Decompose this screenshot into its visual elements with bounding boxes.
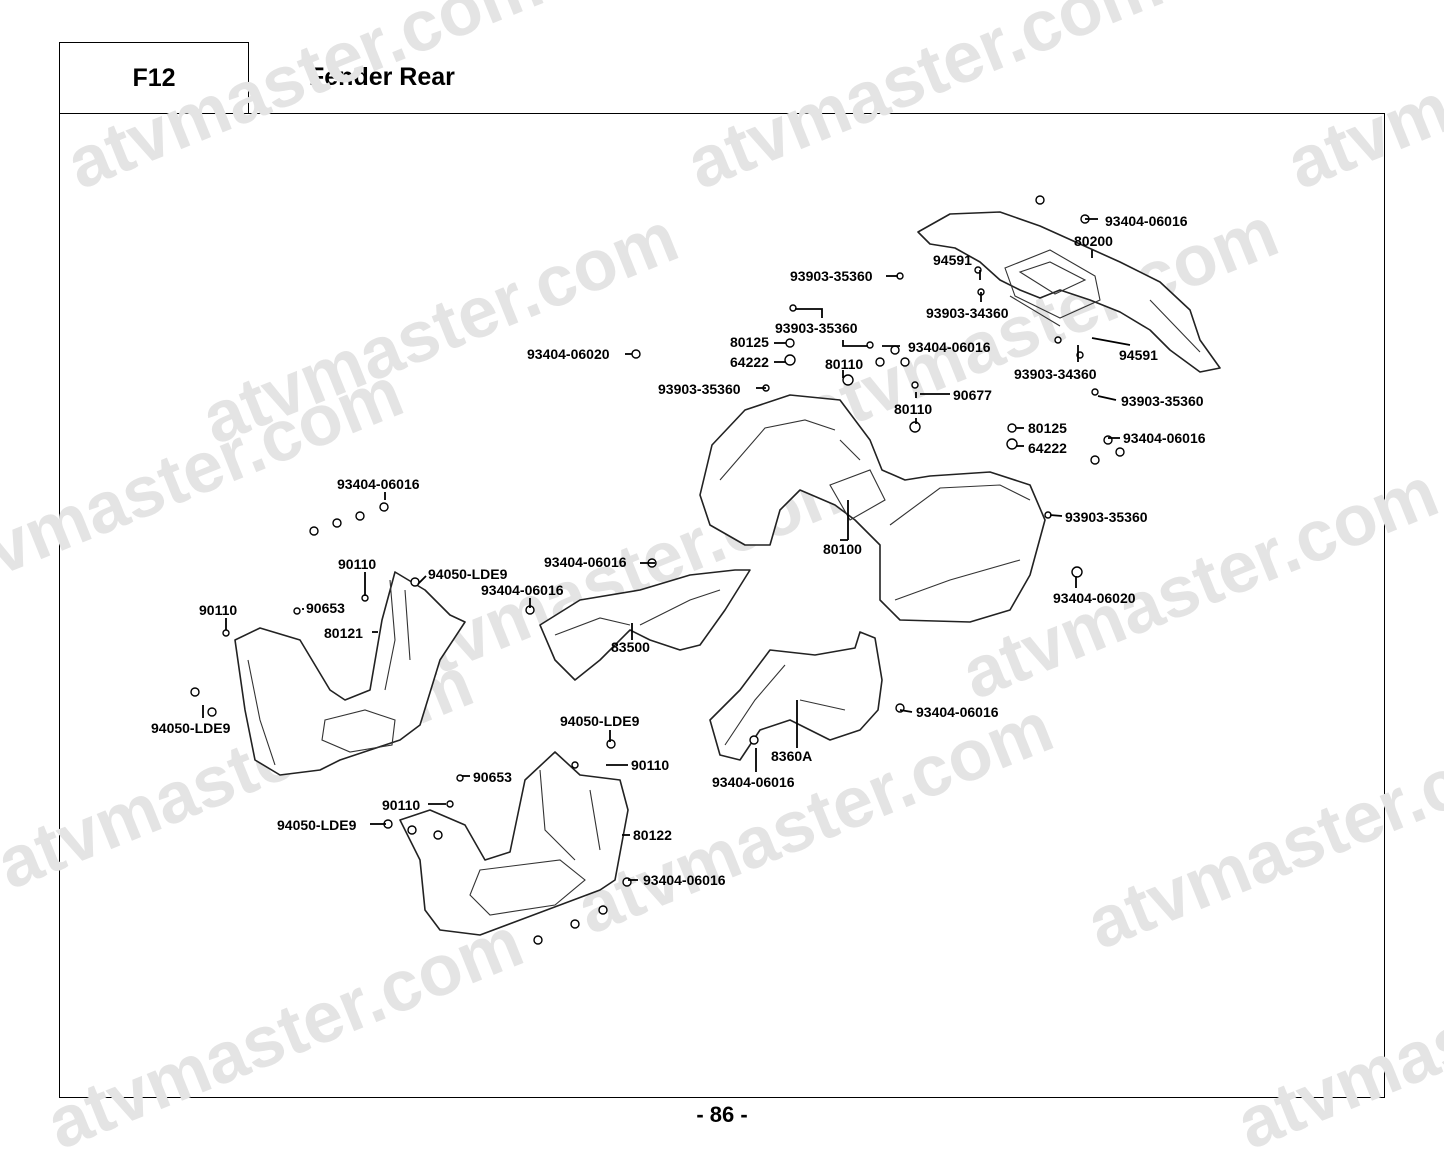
washer-icon xyxy=(784,354,796,366)
nut-icon xyxy=(909,421,921,433)
screw-icon xyxy=(866,341,874,349)
bolt-icon xyxy=(598,905,608,915)
part-label: 93404-06016 xyxy=(1105,213,1188,229)
part-label: 93404-06016 xyxy=(337,476,420,492)
leader-lines xyxy=(202,218,1131,881)
part-label: 64222 xyxy=(1028,440,1067,456)
part-label: 93404-06016 xyxy=(1123,430,1206,446)
grommet-icon xyxy=(207,707,217,717)
section-title: Fender Rear xyxy=(309,63,455,91)
part-label: 80122 xyxy=(633,827,672,843)
part-label: 93903-35360 xyxy=(1121,393,1204,409)
page-number: - 86 - xyxy=(696,1102,748,1127)
part-label: 93404-06016 xyxy=(916,704,999,720)
part-label: 93903-34360 xyxy=(1014,366,1097,382)
part-label: 90110 xyxy=(338,556,376,572)
part-label: 90110 xyxy=(382,797,420,813)
clip-icon xyxy=(293,607,301,615)
part-label: 94050-LDE9 xyxy=(151,720,231,736)
part-label: 94591 xyxy=(933,252,972,268)
part-label: 93903-35360 xyxy=(658,381,741,397)
part-8360a-inner-panel xyxy=(709,631,883,761)
grommet-icon xyxy=(606,739,616,749)
part-label: 93404-06020 xyxy=(527,346,610,362)
part-label: 90653 xyxy=(306,600,345,616)
part-label: 64222 xyxy=(730,354,769,370)
part-label: 80125 xyxy=(730,334,769,350)
bolt-icon xyxy=(900,357,910,367)
grommet-icon xyxy=(1007,423,1017,433)
part-label: 93404-06016 xyxy=(643,872,726,888)
clip-icon xyxy=(571,761,579,769)
part-label: 93404-06016 xyxy=(712,774,795,790)
part-80100-rear-fender xyxy=(699,394,1046,623)
part-label: 94591 xyxy=(1119,347,1158,363)
grommet-icon xyxy=(407,825,417,835)
bolt-icon xyxy=(875,357,885,367)
part-label: 94050-LDE9 xyxy=(560,713,640,729)
bolt-icon xyxy=(749,735,759,745)
clip-icon xyxy=(456,774,464,782)
screw-icon xyxy=(1091,388,1099,396)
part-label: 80125 xyxy=(1028,420,1067,436)
part-label: 90110 xyxy=(631,757,669,773)
part-label: 94050-LDE9 xyxy=(428,566,508,582)
part-label: 94050-LDE9 xyxy=(277,817,357,833)
bolt-icon xyxy=(355,511,365,521)
part-label: 93903-35360 xyxy=(775,320,858,336)
part-label: 93903-35360 xyxy=(790,268,873,284)
part-number-labels: 93404-06016 80200 94591 93903-35360 9390… xyxy=(151,213,1206,888)
part-label: 80121 xyxy=(324,625,363,641)
part-label: 90677 xyxy=(953,387,992,403)
part-label: 93404-06016 xyxy=(481,582,564,598)
part-label: 80110 xyxy=(894,401,932,417)
watermark-text: atvmaster.com xyxy=(676,0,1174,205)
section-code: F12 xyxy=(132,63,176,92)
part-label: 80100 xyxy=(823,541,862,557)
grommet-icon xyxy=(785,338,795,348)
clip-icon xyxy=(410,577,420,587)
bolt-icon xyxy=(1071,566,1083,578)
screw-icon xyxy=(789,304,797,312)
part-label: 90653 xyxy=(473,769,512,785)
screw-icon xyxy=(1054,336,1062,344)
part-label: 90110 xyxy=(199,602,237,618)
bolt-icon xyxy=(533,935,543,945)
clip-icon xyxy=(222,629,230,637)
screw-icon xyxy=(911,381,919,389)
bolt-icon xyxy=(890,345,900,355)
bolt-icon xyxy=(1115,447,1125,457)
bolt-icon xyxy=(332,518,342,528)
part-83500-side-guard xyxy=(539,569,751,681)
bolt-icon xyxy=(570,919,580,929)
part-80200-rear-cover xyxy=(917,211,1221,373)
watermark-text: atvmaster.com xyxy=(56,0,554,205)
bolt-icon xyxy=(309,526,319,536)
watermark-text: atvmaster.com xyxy=(1276,0,1444,205)
part-label: 80110 xyxy=(825,356,863,372)
part-label: 93404-06020 xyxy=(1053,590,1136,606)
grommet-icon xyxy=(433,830,443,840)
part-label: 8360A xyxy=(771,748,812,764)
washer-icon xyxy=(1006,438,1018,450)
nut-icon xyxy=(842,374,854,386)
part-label: 93903-35360 xyxy=(1065,509,1148,525)
bolt-icon xyxy=(1035,195,1045,205)
diagram-frame xyxy=(59,113,1385,1098)
part-label: 93404-06016 xyxy=(544,554,627,570)
part-80121-left-footwell xyxy=(234,571,466,776)
part-label: 83500 xyxy=(611,639,650,655)
bolt-icon xyxy=(1090,455,1100,465)
bolt-icon xyxy=(379,502,389,512)
part-label: 80200 xyxy=(1074,233,1113,249)
part-80122-right-footwell xyxy=(399,751,629,936)
bolt-icon xyxy=(631,349,641,359)
grommet-icon xyxy=(190,687,200,697)
watermark-text: atvmaster.com xyxy=(1076,702,1444,965)
clip-icon xyxy=(446,800,454,808)
part-label: 93903-34360 xyxy=(926,305,1009,321)
part-label: 93404-06016 xyxy=(908,339,991,355)
hardware-fasteners xyxy=(190,195,1125,945)
